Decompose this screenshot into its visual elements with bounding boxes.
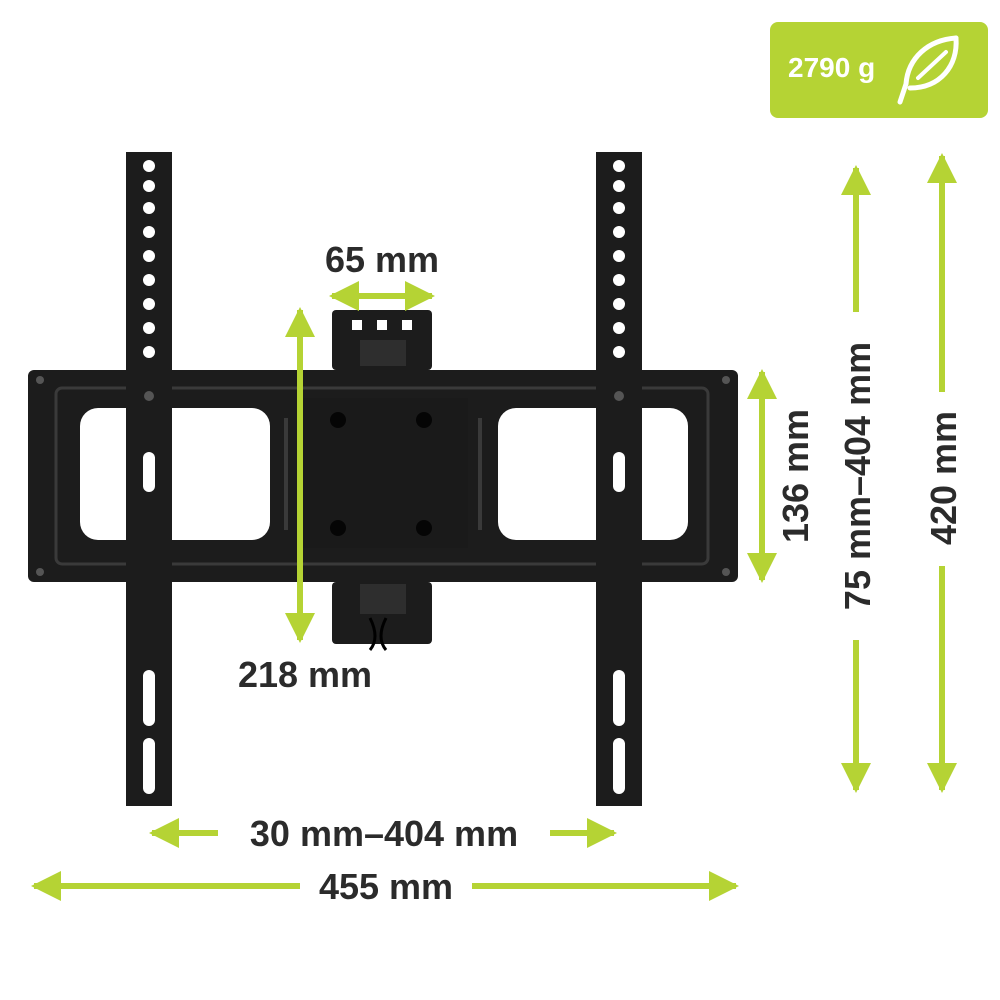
label-total-height: 420 mm <box>923 411 964 545</box>
arm-bracket <box>332 310 432 651</box>
label-vesa-vertical: 75 mm–404 mm <box>837 342 878 610</box>
label-center-width: 65 mm <box>325 239 439 280</box>
dimension-arrows <box>30 153 957 901</box>
label-plate-height: 136 mm <box>775 409 816 543</box>
right-rail <box>596 152 642 806</box>
left-rail <box>126 152 172 806</box>
weight-badge: 2790 g <box>770 22 988 118</box>
label-total-width: 455 mm <box>319 866 453 907</box>
feather-icon <box>897 35 959 105</box>
label-vesa-horizontal: 30 mm–404 mm <box>250 813 518 854</box>
label-center-height: 218 mm <box>238 654 372 695</box>
weight-label: 2790 g <box>788 52 876 83</box>
